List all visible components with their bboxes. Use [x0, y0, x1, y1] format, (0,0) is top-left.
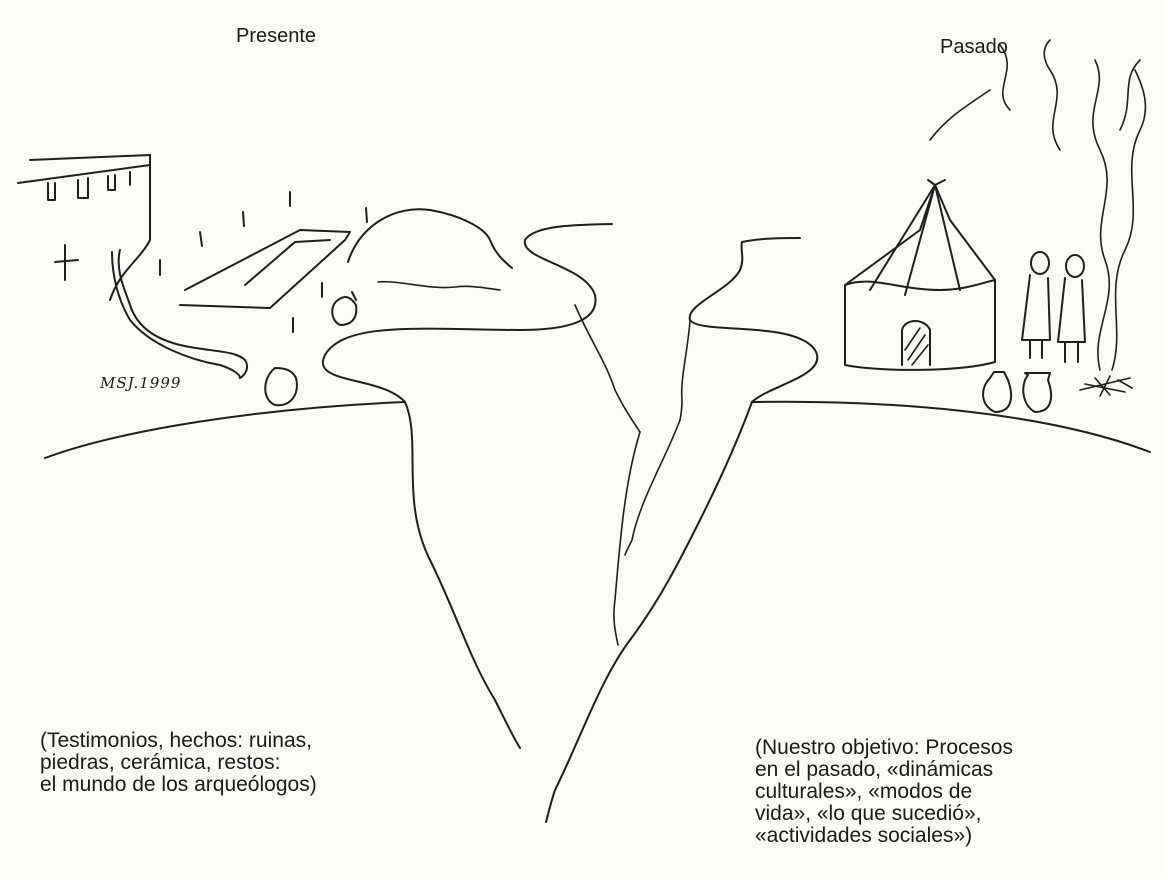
chasm-left-wall [405, 402, 520, 748]
present-caption-line: el mundo de los arqueólogos) [40, 774, 317, 796]
present-label: Presente [236, 26, 316, 46]
past-caption-line: «actividades sociales») [755, 825, 1013, 847]
mound-base [378, 282, 500, 290]
past-label: Pasado [940, 37, 1008, 57]
left-bank-curve [323, 224, 612, 402]
past-caption-line: en el pasado, «dinámicas [755, 759, 1013, 781]
past-caption-line: vida», «lo que sucedió», [755, 803, 1013, 825]
chasm-right-wall [546, 402, 752, 822]
chasm-inner-crack-right [625, 420, 680, 555]
round-hut [845, 180, 995, 370]
firewood [1080, 376, 1132, 396]
present-caption-line: (Testimonios, hechos: ruinas, [40, 730, 317, 752]
pot-1 [983, 372, 1011, 412]
mound [348, 209, 512, 268]
right-crack [680, 320, 690, 420]
artist-signature: MSJ.1999 [100, 374, 181, 392]
past-caption-line: (Nuestro objetivo: Procesos [755, 737, 1013, 759]
past-caption-line: culturales», «modos de [755, 781, 1013, 803]
right-bank-curve [690, 238, 818, 402]
present-caption: (Testimonios, hechos: ruinas, piedras, c… [40, 730, 317, 796]
past-ground-line [752, 402, 1150, 452]
smoke [930, 40, 1145, 370]
broken-pot-1 [332, 292, 356, 325]
present-caption-line: piedras, cerámica, restos: [40, 752, 317, 774]
people [1022, 252, 1085, 362]
excavation-pit [160, 192, 367, 332]
chasm-inner-crack [614, 432, 640, 645]
pot-2 [1023, 373, 1051, 412]
left-crack [575, 305, 640, 432]
past-caption: (Nuestro objetivo: Procesos en el pasado… [755, 737, 1013, 847]
ruined-tower [18, 155, 247, 378]
broken-pot-2 [265, 368, 297, 405]
present-ground-line [45, 402, 405, 458]
